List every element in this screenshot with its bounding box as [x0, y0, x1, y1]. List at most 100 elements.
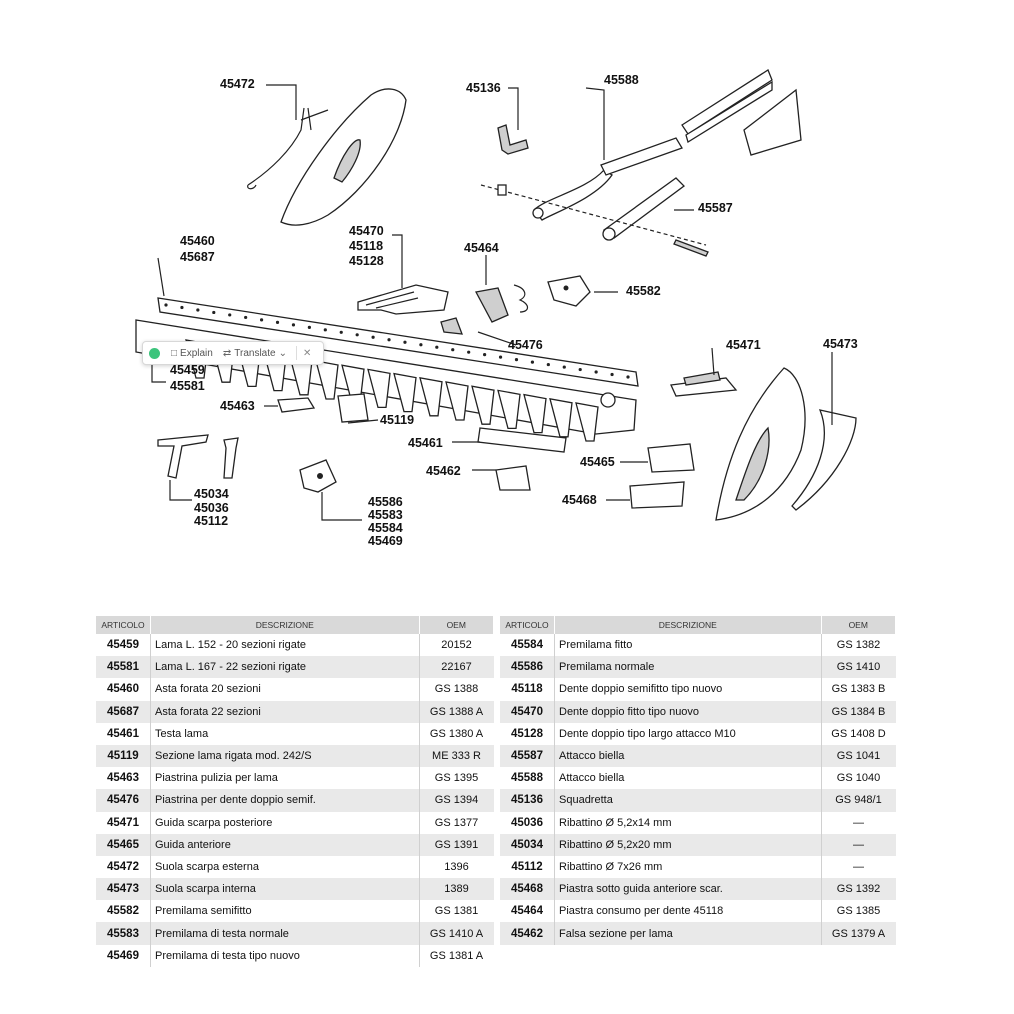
- oem-code-cell: GS 1382: [821, 634, 896, 657]
- label-45464: 45464: [464, 241, 499, 255]
- part-dente-doppio: [357, 284, 463, 335]
- oem-code-cell: ME 333 R: [419, 744, 494, 768]
- part-description-cell: Premilama di testa normale: [150, 922, 420, 945]
- oem-code-cell: —: [821, 855, 896, 879]
- part-code-cell: 45469: [96, 944, 151, 967]
- label-45036: 45036: [194, 501, 229, 515]
- part-description-cell: Squadretta: [554, 789, 822, 812]
- part-code-cell: 45470: [500, 700, 555, 723]
- bar-hole: [339, 330, 343, 334]
- part-sezione-lama: [337, 393, 369, 423]
- part-guida-anteriore: [647, 443, 695, 473]
- bar-hole: [196, 308, 200, 312]
- label-45687: 45687: [180, 250, 215, 264]
- bar-hole: [594, 370, 598, 374]
- part-description-cell: Lama L. 152 - 20 sezioni rigate: [150, 634, 420, 657]
- part-premilama: [299, 459, 337, 493]
- part-description-cell: Piastrina pulizia per lama: [150, 767, 420, 790]
- divider: [295, 346, 297, 360]
- label-45470: 45470: [349, 224, 384, 238]
- part-description-cell: Asta forata 20 sezioni: [150, 678, 420, 701]
- part-description-cell: Premilama fitto: [554, 634, 822, 657]
- label-45476: 45476: [508, 338, 543, 352]
- leader-lines: [151, 84, 833, 521]
- oem-code-cell: 1389: [419, 878, 494, 901]
- bar-hole: [355, 333, 359, 337]
- label-45461: 45461: [408, 436, 443, 450]
- label-45459: 45459: [170, 363, 205, 377]
- part-code-cell: 45583: [96, 922, 151, 945]
- bar-hole: [212, 310, 216, 315]
- oem-code-cell: GS 1410: [821, 656, 896, 679]
- oem-code-cell: GS 1391: [419, 833, 494, 856]
- close-icon[interactable]: ✕: [302, 347, 312, 359]
- bar-hole: [514, 358, 519, 362]
- bar-hole: [259, 318, 264, 322]
- bar-hole: [419, 343, 423, 347]
- label-45583: 45583: [368, 508, 403, 522]
- translate-button[interactable]: ⇄ Translate ⌄: [218, 348, 292, 359]
- part-code-cell: 45036: [500, 811, 555, 834]
- col-header-code: ARTICOLO: [500, 616, 555, 634]
- part-piastrina-pulizia: [277, 397, 316, 413]
- part-description-cell: Guida anteriore: [150, 833, 420, 856]
- blade-tooth: [315, 360, 339, 400]
- part-code-cell: 45459: [96, 634, 151, 657]
- part-suola-scarpa-interna: [715, 367, 857, 521]
- part-description-cell: Piastrina per dente doppio semif.: [150, 789, 420, 812]
- bar-hole: [435, 345, 439, 349]
- part-description-cell: Premilama di testa tipo nuovo: [150, 944, 420, 967]
- table-header-row: ARTICOLO DESCRIZIONE OEM: [500, 616, 896, 634]
- part-asta-forata: [157, 297, 639, 387]
- bar-hole: [307, 325, 311, 329]
- explain-button[interactable]: □ Explain: [166, 348, 218, 359]
- label-45119: 45119: [380, 413, 414, 427]
- oem-code-cell: —: [821, 811, 896, 834]
- oem-code-cell: GS 1379 A: [821, 922, 896, 945]
- part-code-cell: 45034: [500, 833, 555, 856]
- part-description-cell: Dente doppio semifitto tipo nuovo: [554, 678, 822, 701]
- part-guida-scarpa-posteriore: [670, 371, 738, 397]
- part-testa-lama: [477, 427, 567, 453]
- bar-hole: [610, 372, 614, 377]
- part-code-cell: 45584: [500, 634, 555, 657]
- bar-hole: [498, 355, 503, 359]
- bar-hole: [467, 350, 471, 354]
- label-45136: 45136: [466, 81, 501, 95]
- label-45473: 45473: [823, 337, 858, 351]
- bar-hole: [275, 320, 280, 324]
- bar-hole: [546, 362, 550, 367]
- part-code-cell: 45687: [96, 700, 151, 723]
- bar-hole: [530, 360, 535, 364]
- oem-code-cell: GS 1392: [821, 878, 896, 901]
- part-description-cell: Testa lama: [150, 722, 420, 745]
- part-description-cell: Guida scarpa posteriore: [150, 811, 420, 834]
- label-45588: 45588: [604, 73, 639, 87]
- oem-code-cell: GS 1377: [419, 811, 494, 834]
- bar-hole: [244, 315, 248, 320]
- chevron-down-icon[interactable]: ⌄: [278, 347, 287, 359]
- bar-hole: [291, 323, 296, 327]
- part-description-cell: Dente doppio fitto tipo nuovo: [554, 700, 822, 723]
- assistant-logo-icon[interactable]: [149, 347, 160, 359]
- oem-code-cell: GS 1408 D: [821, 722, 896, 745]
- part-code-cell: 45473: [96, 878, 151, 901]
- part-attacco-biella: [480, 69, 802, 257]
